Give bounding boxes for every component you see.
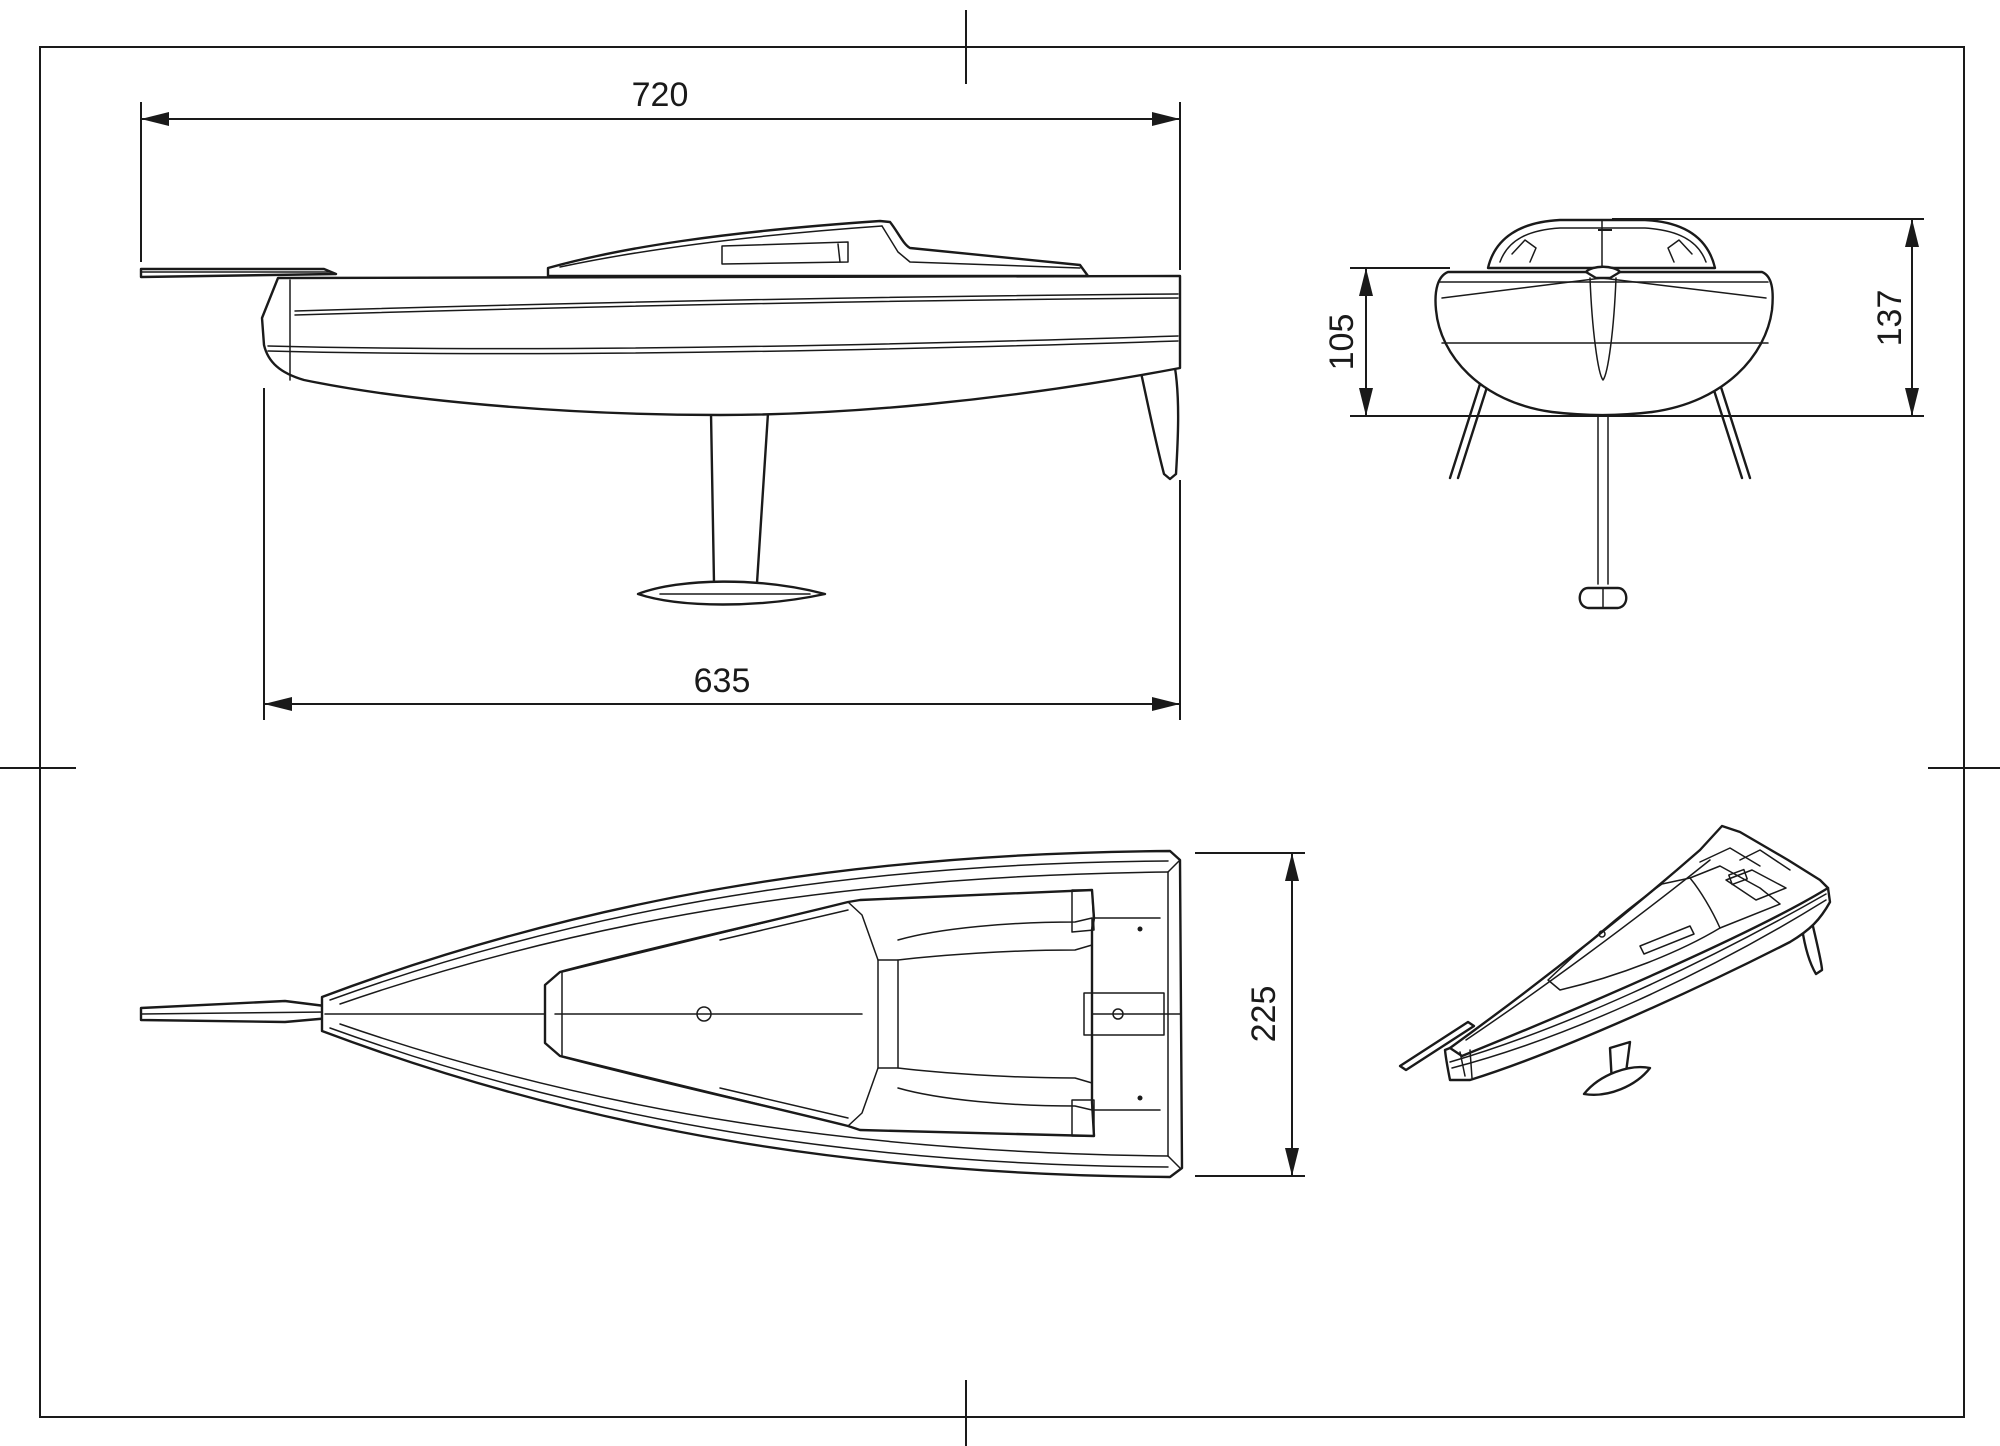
- dimension-label-overall-length: 720: [632, 76, 689, 114]
- side-view: [139, 219, 1182, 606]
- drawing-frame: [39, 46, 1965, 1418]
- dimension-label-total-height: 137: [1871, 290, 1909, 347]
- dimension-label-hull-length: 635: [694, 662, 751, 700]
- dimension-hull-depth: 105: [1323, 267, 1600, 417]
- center-marks: [0, 10, 2000, 1446]
- dimension-hull-length: 635: [263, 388, 1181, 720]
- front-view: [1434, 218, 1774, 610]
- dimension-overall-length: 720: [140, 76, 1181, 270]
- top-view: [139, 849, 1184, 1179]
- dimension-total-height: 137: [1600, 218, 1924, 417]
- perspective-view: [1398, 824, 1832, 1096]
- dimension-label-beam: 225: [1245, 986, 1283, 1043]
- dimension-label-hull-depth: 105: [1323, 314, 1361, 371]
- dimension-beam: 225: [1195, 852, 1305, 1177]
